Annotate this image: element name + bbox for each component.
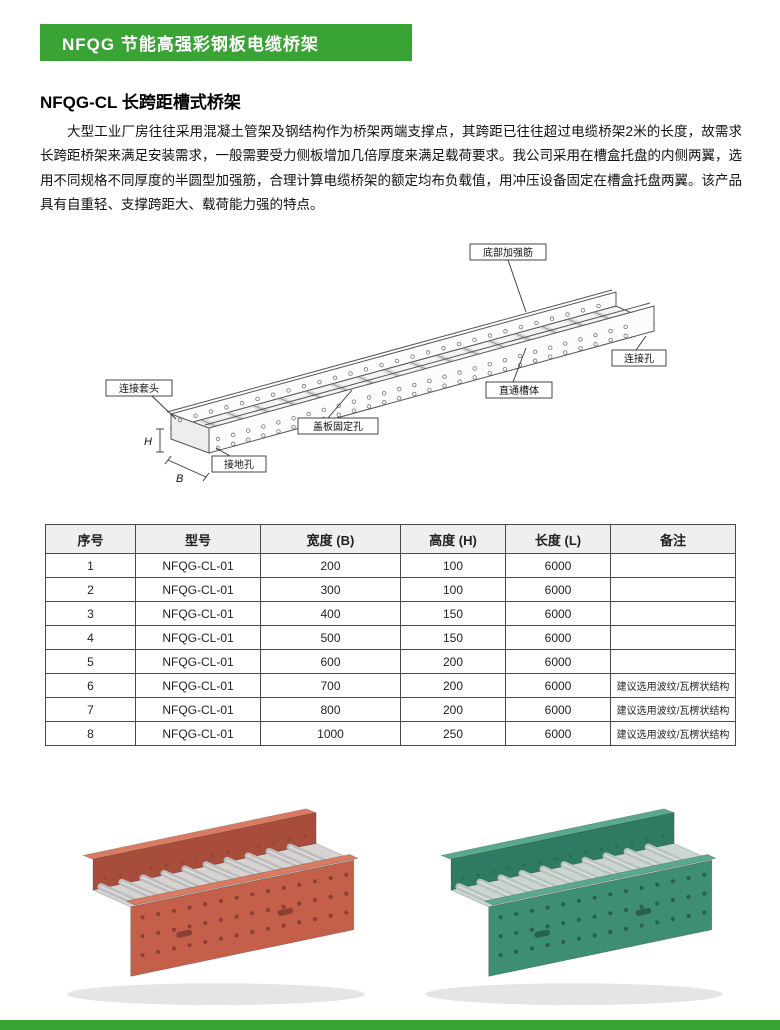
label-bottom-rib-text: 底部加强筋 [483, 246, 533, 259]
dimension-h-text: H [144, 436, 152, 448]
table-header-cell: 宽度 (B) [260, 524, 401, 554]
label-straight-body-text: 直通槽体 [499, 384, 539, 397]
table-cell: 8 [45, 721, 136, 746]
label-connect-hole: 连接孔 [611, 335, 667, 367]
table-cell: 500 [260, 625, 401, 650]
table-header-cell: 序号 [45, 524, 136, 554]
table-cell: 6 [45, 673, 136, 698]
table-cell: 3 [45, 601, 136, 626]
section-title: NFQG-CL 长跨距槽式桥架 [40, 93, 241, 112]
table-cell: 250 [400, 721, 506, 746]
label-bottom-rib: 底部加强筋 [469, 243, 547, 313]
table-cell: 100 [400, 553, 506, 578]
label-connect-hole-text: 连接孔 [624, 352, 654, 365]
table-cell: 400 [260, 601, 401, 626]
product-photo-red-tray [67, 808, 365, 1006]
table-cell [610, 649, 736, 674]
page-banner: NFQG 节能高强彩钢板电缆桥架 [40, 24, 412, 61]
dimension-h: H [144, 428, 164, 453]
technical-drawing: 底部加强筋 连接孔 直通槽体 盖板固定孔 [66, 236, 716, 504]
tray-perforations [177, 303, 628, 451]
table-cell [610, 577, 736, 602]
label-connect-sleeve: 连接套头 [105, 379, 177, 420]
table-cell: NFQG-CL-01 [135, 577, 261, 602]
table-cell: 6000 [505, 601, 611, 626]
label-ground-hole: 接地孔 [211, 447, 267, 473]
table-cell [610, 553, 736, 578]
table-cell: NFQG-CL-01 [135, 673, 261, 698]
table-cell: NFQG-CL-01 [135, 697, 261, 722]
table-cell: 200 [400, 673, 506, 698]
table-cell [610, 601, 736, 626]
table-cell [610, 625, 736, 650]
table-cell: NFQG-CL-01 [135, 601, 261, 626]
table-cell: 300 [260, 577, 401, 602]
table-cell: 150 [400, 601, 506, 626]
table-cell: 建议选用波纹/瓦楞状结构 [610, 721, 736, 746]
table-cell: 5 [45, 649, 136, 674]
table-cell: 200 [400, 649, 506, 674]
product-photos [45, 780, 735, 1018]
dimension-b: B [164, 455, 210, 485]
table-cell: 建议选用波纹/瓦楞状结构 [610, 697, 736, 722]
table-cell: 700 [260, 673, 401, 698]
table-cell: 800 [260, 697, 401, 722]
table-header-cell: 高度 (H) [400, 524, 506, 554]
table-header-cell: 型号 [135, 524, 261, 554]
table-cell: 1 [45, 553, 136, 578]
tray-line-drawing-svg: 底部加强筋 连接孔 直通槽体 盖板固定孔 [105, 243, 667, 485]
tray-front-rail [208, 305, 655, 454]
product-photo-green-tray [425, 808, 723, 1006]
table-header-cell: 备注 [610, 524, 736, 554]
dimension-b-text: B [176, 473, 183, 485]
table-cell: 6000 [505, 577, 611, 602]
intro-paragraph: 大型工业厂房往往采用混凝土管架及钢结构作为桥架两端支撑点，其跨距已往往超过电缆桥… [40, 124, 742, 212]
table-cell: 6000 [505, 673, 611, 698]
table-cell: NFQG-CL-01 [135, 553, 261, 578]
table-cell: 4 [45, 625, 136, 650]
table-cell: 600 [260, 649, 401, 674]
label-ground-hole-text: 接地孔 [224, 458, 254, 471]
table-header-row: 序号型号宽度 (B)高度 (H)长度 (L)备注 [45, 524, 736, 554]
label-cover-fix-hole-text: 盖板固定孔 [313, 420, 363, 433]
table-cell: 1000 [260, 721, 401, 746]
label-straight-body: 直通槽体 [485, 347, 553, 399]
table-cell: 6000 [505, 625, 611, 650]
table-cell: NFQG-CL-01 [135, 721, 261, 746]
tray-end-cap [170, 413, 210, 454]
table-cell: 200 [260, 553, 401, 578]
table-cell: 6000 [505, 553, 611, 578]
table-cell: 6000 [505, 721, 611, 746]
table-cell: NFQG-CL-01 [135, 649, 261, 674]
banner-title: NFQG 节能高强彩钢板电缆桥架 [62, 35, 319, 54]
footer-bar [0, 1020, 780, 1030]
table-cell: NFQG-CL-01 [135, 625, 261, 650]
table-cell: 100 [400, 577, 506, 602]
table-cell: 7 [45, 697, 136, 722]
table-header-cell: 长度 (L) [505, 524, 611, 554]
table-cell: 150 [400, 625, 506, 650]
label-cover-fix-hole: 盖板固定孔 [297, 389, 379, 435]
table-cell: 6000 [505, 649, 611, 674]
table-cell: 6000 [505, 697, 611, 722]
table-cell: 建议选用波纹/瓦楞状结构 [610, 673, 736, 698]
table-cell: 200 [400, 697, 506, 722]
label-connect-sleeve-text: 连接套头 [119, 382, 159, 395]
table-cell: 2 [45, 577, 136, 602]
